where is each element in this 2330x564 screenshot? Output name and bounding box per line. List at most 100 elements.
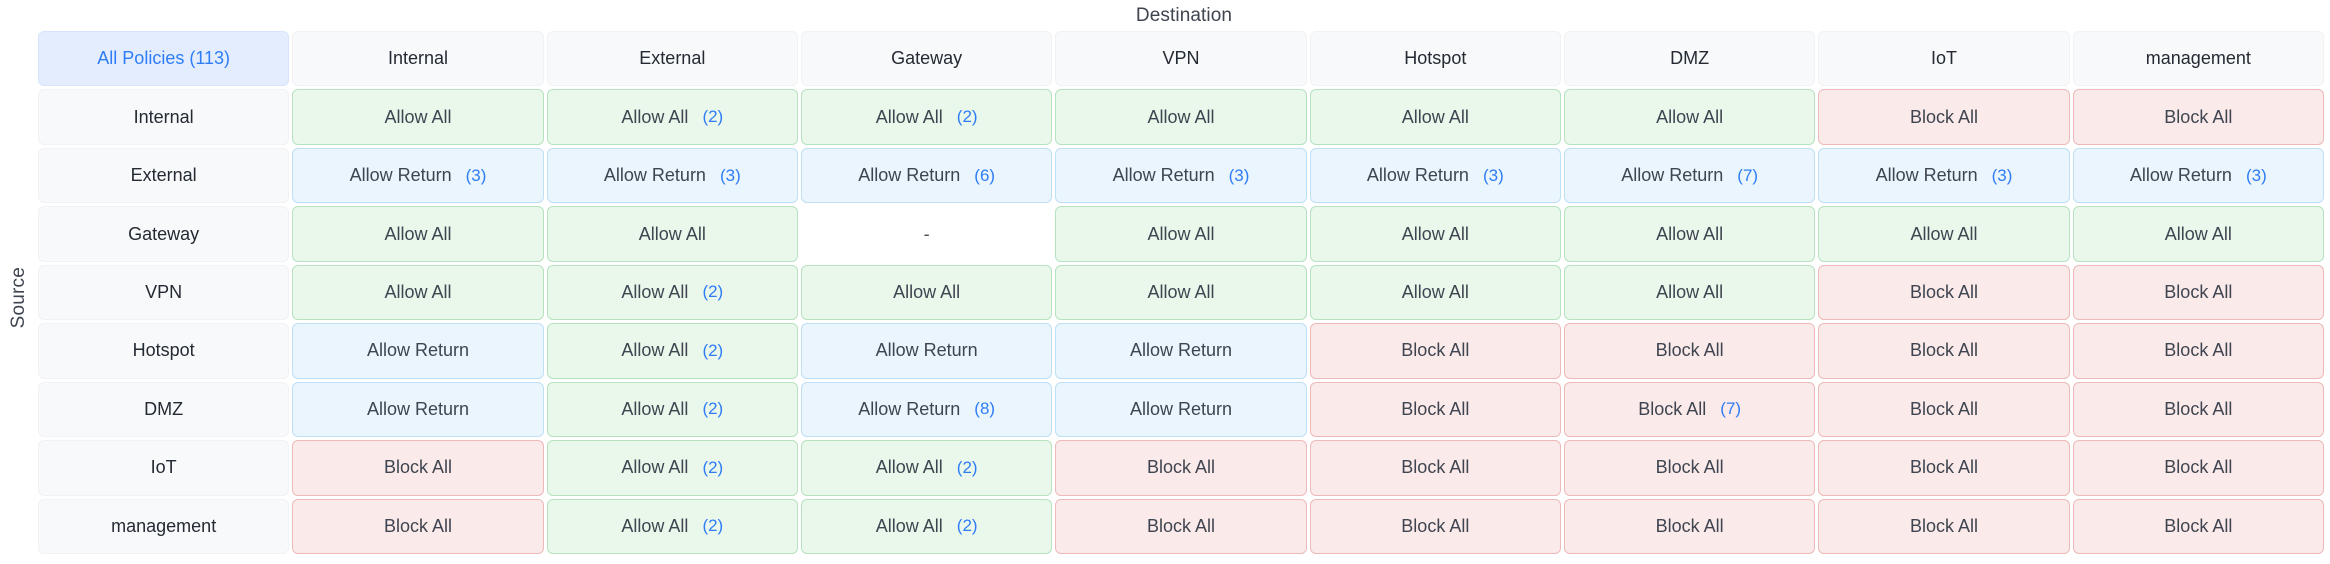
- policy-cell[interactable]: Block All: [2072, 323, 2324, 379]
- column-header-dmz[interactable]: DMZ: [1563, 31, 1816, 87]
- policy-cell[interactable]: Allow Return(3): [2072, 147, 2324, 204]
- source-axis-title-text: Source: [8, 266, 29, 329]
- row-header-internal[interactable]: Internal: [38, 89, 290, 145]
- policy-cell[interactable]: Block All: [1309, 440, 1561, 496]
- policy-cell[interactable]: Block All: [2072, 264, 2324, 321]
- policy-cell-label: Allow All: [384, 106, 452, 127]
- policy-cell[interactable]: Allow Return: [800, 323, 1053, 379]
- policy-cell[interactable]: Block All: [1563, 498, 1816, 554]
- policy-cell[interactable]: Allow All: [292, 89, 544, 145]
- policy-cell[interactable]: Allow All: [1055, 206, 1307, 262]
- policy-cell[interactable]: Block All: [1055, 440, 1307, 496]
- column-header-gateway[interactable]: Gateway: [800, 31, 1053, 87]
- policy-cell[interactable]: Allow All: [1563, 89, 1816, 145]
- policy-cell-label: Block All: [1655, 457, 1724, 478]
- policy-cell[interactable]: Allow All(2): [800, 440, 1053, 496]
- policy-cell[interactable]: Allow All: [800, 264, 1053, 321]
- policy-cell[interactable]: Allow All: [1055, 264, 1307, 321]
- column-header-hotspot[interactable]: Hotspot: [1309, 31, 1561, 87]
- policy-cell-label: Block All: [1401, 515, 1470, 536]
- policy-cell[interactable]: Allow All: [1309, 89, 1561, 145]
- column-header-vpn[interactable]: VPN: [1055, 31, 1307, 87]
- policy-cell[interactable]: Block All: [1818, 89, 2070, 145]
- policy-cell[interactable]: Block All: [1309, 381, 1561, 438]
- policy-cell[interactable]: Allow All: [1309, 264, 1561, 321]
- policy-cell[interactable]: Block All: [1818, 498, 2070, 554]
- policy-cell[interactable]: Block All: [1309, 498, 1561, 554]
- column-header-external[interactable]: External: [546, 31, 798, 87]
- policy-cell-label: Allow All: [1656, 106, 1724, 127]
- all-policies-button[interactable]: All Policies (113): [38, 31, 290, 87]
- policy-cell[interactable]: Allow Return(8): [800, 381, 1053, 438]
- policy-cell[interactable]: Allow Return(3): [1818, 147, 2070, 204]
- policy-cell[interactable]: Allow Return: [1055, 381, 1307, 438]
- policy-cell-label: Allow All: [621, 106, 689, 127]
- policy-cell[interactable]: Allow Return(3): [1055, 147, 1307, 204]
- row-header-hotspot[interactable]: Hotspot: [38, 323, 290, 379]
- policy-cell[interactable]: Allow All(2): [800, 498, 1053, 554]
- policy-cell[interactable]: Block All: [1818, 440, 2070, 496]
- policy-cell[interactable]: Allow All: [1563, 264, 1816, 321]
- policy-cell-label: Allow All: [1401, 223, 1469, 244]
- policy-cell[interactable]: Block All: [2072, 498, 2324, 554]
- policy-cell[interactable]: Block All: [1055, 498, 1307, 554]
- row-header-vpn[interactable]: VPN: [38, 264, 290, 321]
- policy-cell[interactable]: Allow All: [1309, 206, 1561, 262]
- policy-cell[interactable]: Allow All(2): [546, 264, 798, 321]
- policy-cell[interactable]: Block All: [1309, 323, 1561, 379]
- policy-cell[interactable]: Block All: [292, 440, 544, 496]
- policy-cell[interactable]: Block All: [2072, 89, 2324, 145]
- policy-cell[interactable]: -: [800, 206, 1053, 262]
- policy-cell[interactable]: Block All: [1818, 381, 2070, 438]
- policy-cell[interactable]: Allow All: [1818, 206, 2070, 262]
- policy-cell[interactable]: Block All(7): [1563, 381, 1816, 438]
- policy-cell[interactable]: Block All: [292, 498, 544, 554]
- policy-cell[interactable]: Allow Return(3): [292, 147, 544, 204]
- policy-cell[interactable]: Allow All(2): [546, 89, 798, 145]
- policy-cell[interactable]: Allow All(2): [546, 323, 798, 379]
- policy-cell[interactable]: Allow Return(3): [546, 147, 798, 204]
- policy-cell-label: Block All: [1401, 340, 1470, 361]
- policy-cell-label: Allow Return: [858, 398, 961, 419]
- policy-cell[interactable]: Allow Return(3): [1309, 147, 1561, 204]
- policy-cell[interactable]: Block All: [2072, 381, 2324, 438]
- policy-cell[interactable]: Block All: [1563, 323, 1816, 379]
- policy-cell[interactable]: Block All: [1818, 323, 2070, 379]
- row-header-gateway[interactable]: Gateway: [38, 206, 290, 262]
- row-header-dmz[interactable]: DMZ: [38, 381, 290, 438]
- row-header-management[interactable]: management: [38, 498, 290, 554]
- policy-cell[interactable]: Allow Return(7): [1563, 147, 1816, 204]
- policy-cell[interactable]: Allow Return: [292, 381, 544, 438]
- policy-cell-label: Allow Return: [1129, 340, 1233, 361]
- row-header-iot[interactable]: IoT: [38, 440, 290, 496]
- policy-cell[interactable]: Block All: [2072, 440, 2324, 496]
- policy-cell[interactable]: Allow All: [1055, 89, 1307, 145]
- source-axis-title: Source: [0, 31, 38, 564]
- column-header-iot[interactable]: IoT: [1818, 31, 2070, 87]
- policy-cell[interactable]: Allow Return(6): [800, 147, 1053, 204]
- policy-cell[interactable]: Allow All: [2072, 206, 2324, 262]
- column-header-management[interactable]: management: [2072, 31, 2324, 87]
- policy-cell[interactable]: Allow All(2): [546, 498, 798, 554]
- policy-cell-label: Allow All: [875, 515, 943, 536]
- policy-cell-label: Allow All: [621, 515, 689, 536]
- policy-cell-label: Block All: [1401, 398, 1470, 419]
- row-header-external[interactable]: External: [38, 147, 290, 204]
- policy-cell[interactable]: Allow All(2): [546, 440, 798, 496]
- policy-cell[interactable]: Allow Return: [1055, 323, 1307, 379]
- policy-cell-label: -: [923, 223, 930, 244]
- policy-cell-count: (3): [719, 165, 741, 185]
- policy-cell[interactable]: Allow All: [1563, 206, 1816, 262]
- policy-cell-count: (3): [2245, 165, 2267, 185]
- policy-cell[interactable]: Allow All: [546, 206, 798, 262]
- policy-cell[interactable]: Allow All(2): [546, 381, 798, 438]
- policy-cell[interactable]: Allow Return: [292, 323, 544, 379]
- policy-cell-label: Allow All: [1147, 281, 1215, 302]
- policy-cell[interactable]: Block All: [1818, 264, 2070, 321]
- policy-cell[interactable]: Allow All: [292, 264, 544, 321]
- column-header-internal[interactable]: Internal: [292, 31, 544, 87]
- policy-cell[interactable]: Allow All: [292, 206, 544, 262]
- policy-cell[interactable]: Allow All(2): [800, 89, 1053, 145]
- policy-cell[interactable]: Block All: [1563, 440, 1816, 496]
